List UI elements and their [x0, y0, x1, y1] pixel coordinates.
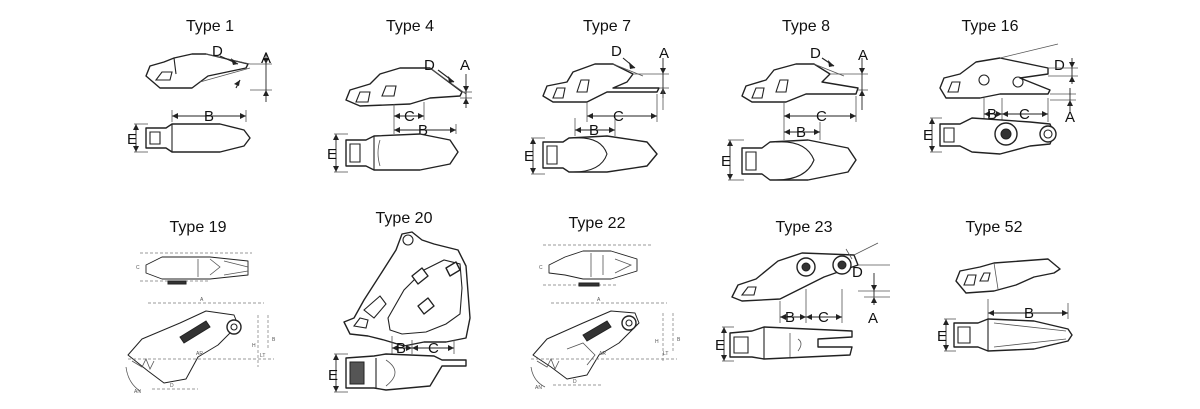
type-title: Type 22 [568, 215, 626, 232]
label-e: E [127, 131, 137, 148]
svg-text:A: A [597, 297, 601, 303]
label-d: D [810, 45, 821, 62]
label-a: A [868, 310, 878, 327]
label-c: C [404, 108, 415, 125]
svg-text:LT: LT [260, 353, 265, 359]
label-b: B [796, 124, 806, 141]
diagram-type-7: Type 7 D A C B [497, 18, 717, 208]
diagram-type-20: Type 20 B C E [294, 210, 514, 400]
label-b: B [418, 122, 428, 139]
type-title: Type 16 [961, 18, 1019, 35]
type-4-drawing: D A C B E [327, 57, 472, 173]
svg-text:B: B [272, 337, 276, 343]
label-d: D [424, 57, 435, 74]
svg-text:D: D [170, 383, 174, 389]
type-title: Type 20 [375, 210, 433, 227]
label-a: A [460, 57, 470, 74]
diagram-type-4: Type 4 D A C B [300, 18, 520, 208]
type-20-drawing: B C E [328, 231, 471, 393]
label-d: D [852, 264, 863, 281]
label-d: D [212, 43, 223, 60]
label-b: B [204, 108, 214, 125]
type-23-drawing: D A B C E [715, 242, 890, 362]
label-a: A [1065, 109, 1075, 126]
svg-text:H: H [655, 339, 659, 345]
label-c: C [818, 309, 829, 326]
label-b: B [1024, 305, 1034, 322]
svg-text:C: C [136, 265, 140, 271]
svg-text:AR: AR [599, 351, 606, 357]
type-19-drawing: C A B H LT D AR AN [125, 252, 276, 395]
type-title: Type 1 [185, 18, 235, 35]
label-c: C [428, 340, 439, 357]
label-c: C [816, 108, 827, 125]
type-title: Type 19 [169, 219, 227, 236]
diagram-type-8: Type 8 D A C B [696, 18, 916, 208]
label-b: B [785, 309, 795, 326]
diagram-type-19: Type 19 C A B H LT D AR AN [88, 219, 308, 409]
svg-text:A: A [200, 297, 204, 303]
label-b: B [396, 340, 406, 357]
diagram-type-22: Type 22 C A B H LT D AR AN [487, 215, 707, 405]
type-52-drawing: B E [937, 258, 1073, 352]
label-b: B [987, 106, 997, 123]
label-e: E [328, 367, 338, 384]
diagram-type-1: Type 1 D A B E [100, 18, 320, 208]
diagram-type-16: Type 16 D A B C [880, 18, 1100, 208]
svg-text:H: H [252, 343, 256, 349]
svg-text:AR: AR [196, 351, 203, 357]
type-title: Type 4 [385, 18, 435, 35]
label-d: D [1054, 57, 1065, 74]
svg-text:LT: LT [663, 351, 668, 357]
diagram-type-52: Type 52 B E [884, 219, 1104, 409]
type-22-drawing: C A B H LT D AR AN [530, 244, 681, 391]
type-title: Type 52 [965, 219, 1023, 236]
label-e: E [721, 153, 731, 170]
type-title: Type 8 [781, 18, 831, 35]
type-title: Type 23 [775, 219, 833, 236]
svg-text:AN: AN [535, 385, 542, 391]
label-c: C [1019, 106, 1030, 123]
svg-text:B: B [677, 337, 681, 343]
type-title: Type 7 [582, 18, 632, 35]
label-a: A [858, 47, 868, 64]
type-7-drawing: D A C B E [524, 43, 669, 175]
label-e: E [715, 337, 725, 354]
type-1-drawing: D A B E [127, 43, 272, 153]
svg-text:D: D [573, 379, 577, 385]
label-e: E [524, 148, 534, 165]
label-e: E [937, 328, 947, 345]
label-e: E [923, 127, 933, 144]
type-8-drawing: D A C B E [721, 45, 868, 181]
type-16-drawing: D A B C E [923, 43, 1078, 155]
label-b: B [589, 122, 599, 139]
label-e: E [327, 146, 337, 163]
diagram-type-23: Type 23 D A B C [694, 219, 914, 409]
label-c: C [613, 108, 624, 125]
label-a: A [659, 45, 669, 62]
svg-text:AN: AN [134, 389, 141, 395]
svg-text:C: C [539, 265, 543, 271]
label-d: D [611, 43, 622, 60]
label-a: A [261, 50, 271, 67]
